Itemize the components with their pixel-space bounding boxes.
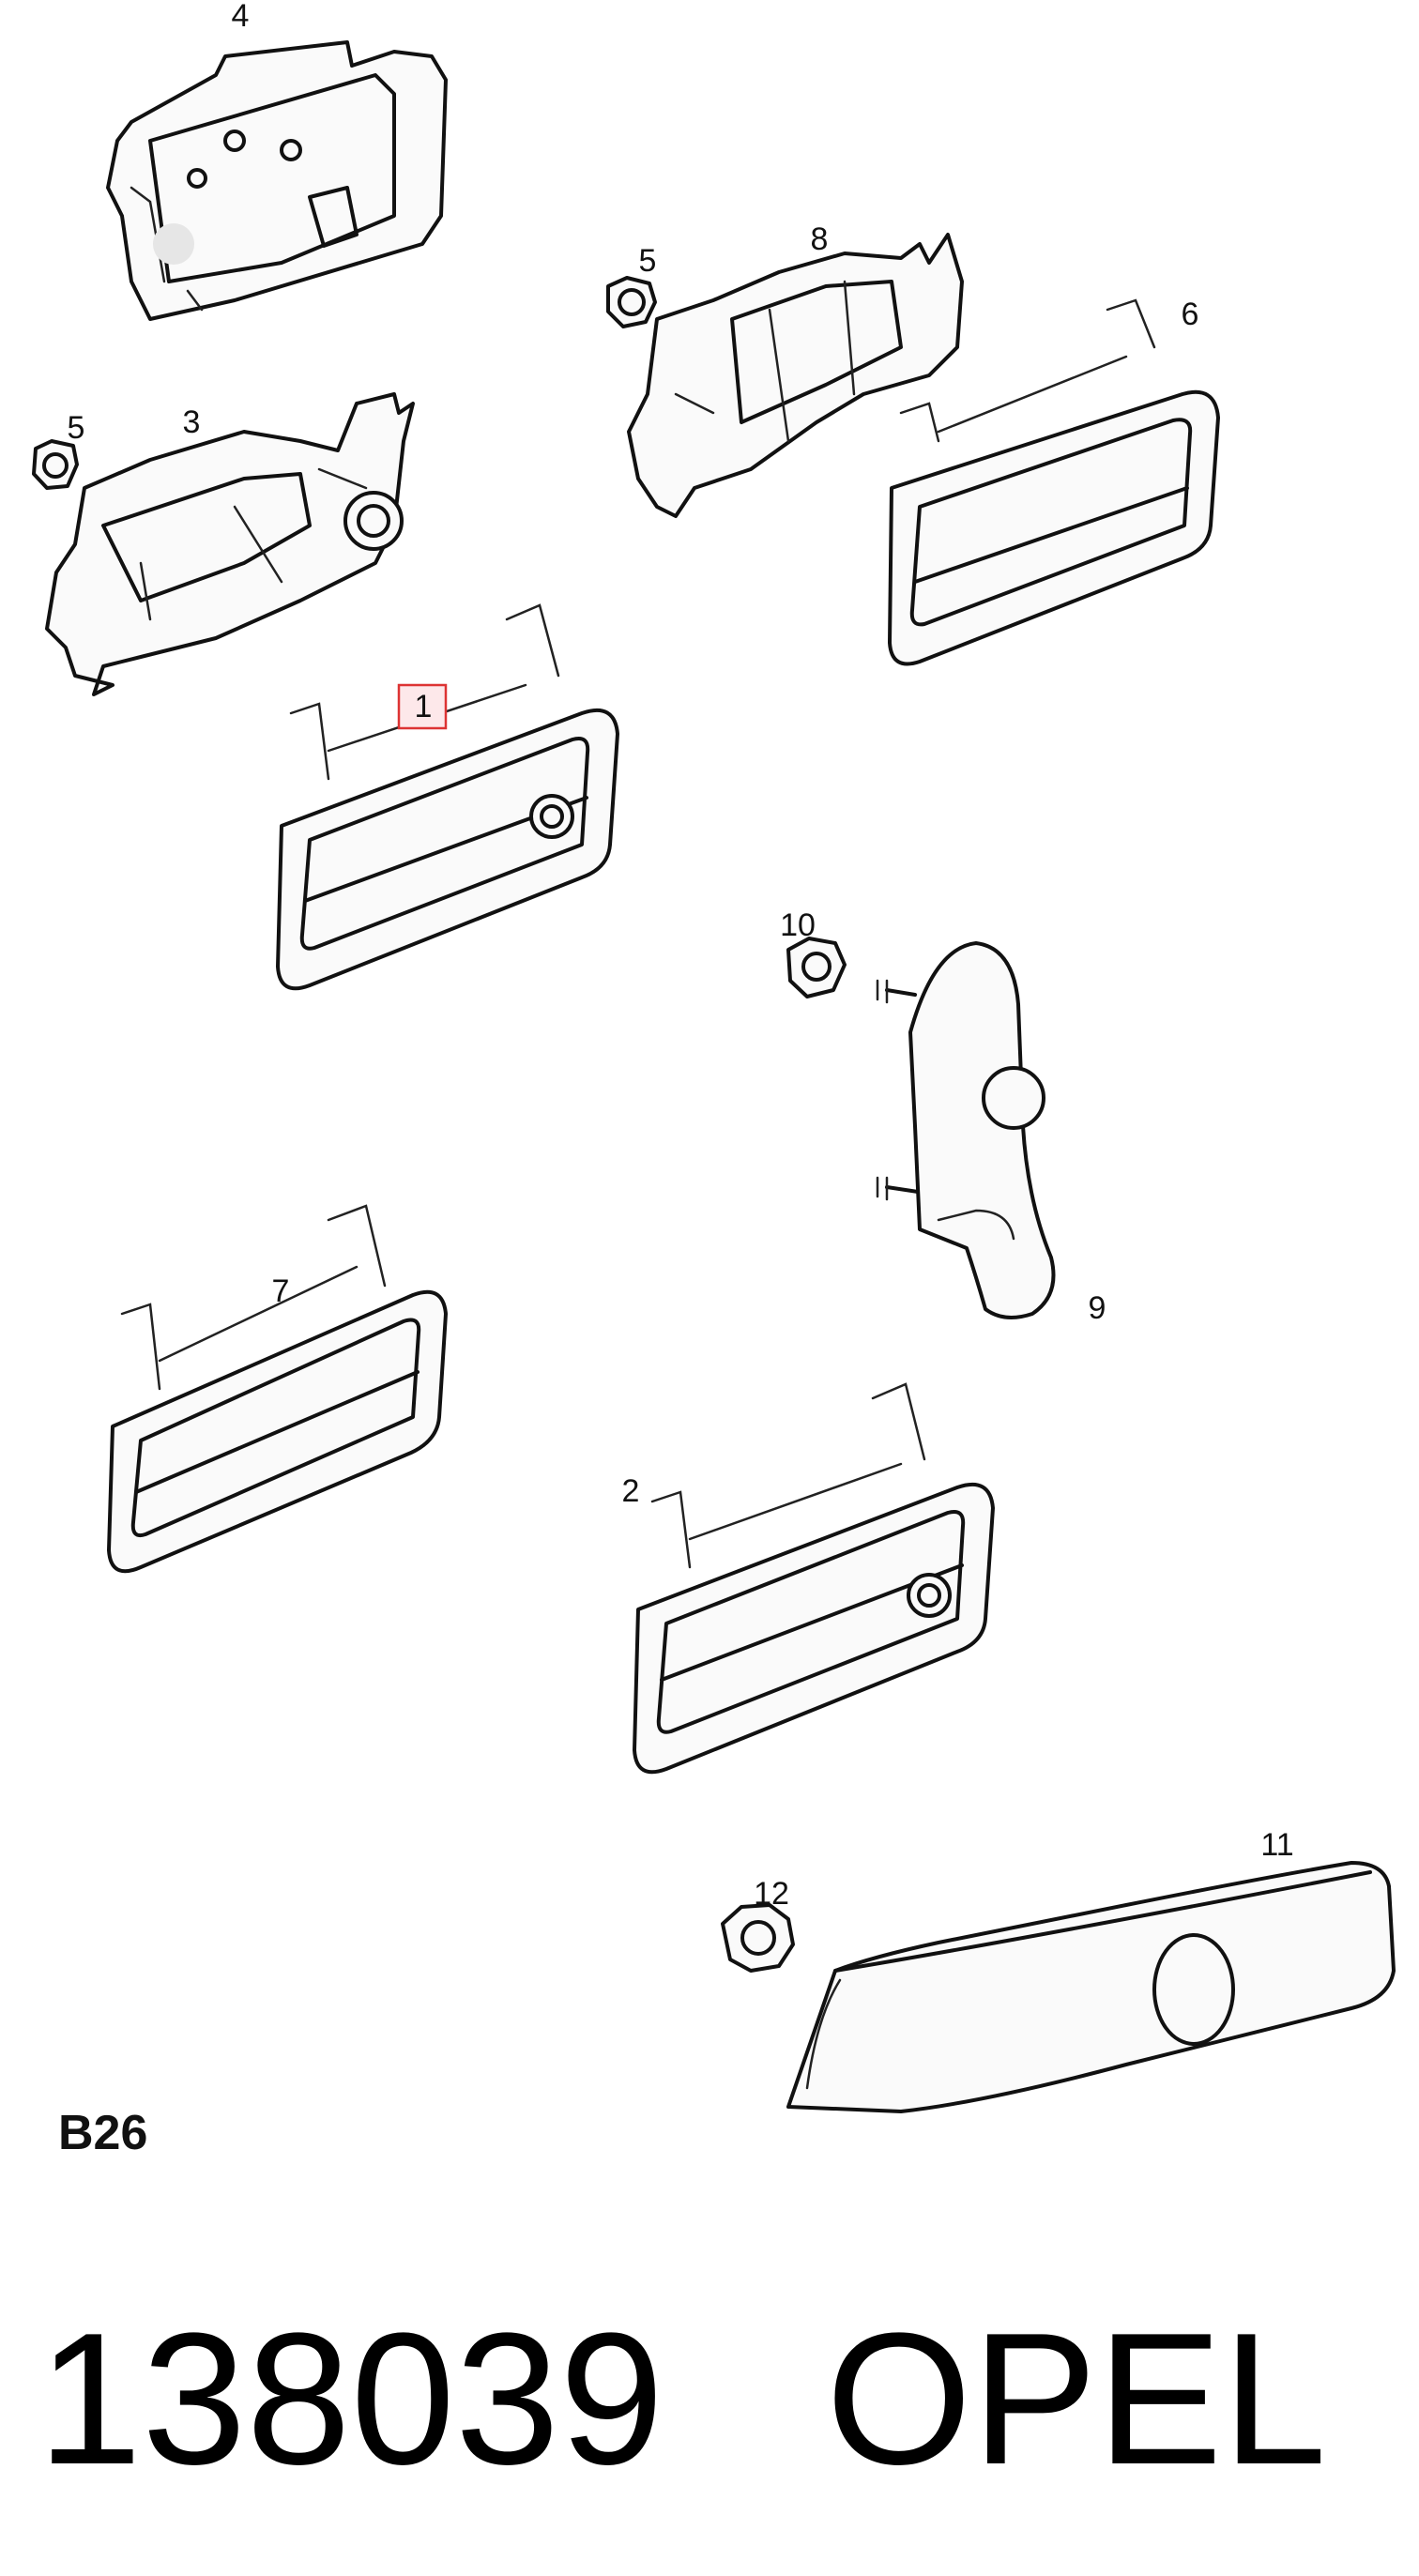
callout-label-1: 1 [415, 689, 433, 724]
part-4-housing-drawing [106, 40, 448, 321]
part-12-grommet-drawing [721, 1903, 795, 1973]
callout-label-8: 8 [811, 221, 829, 257]
part-10-nut-drawing [786, 937, 847, 998]
callout-highlight-box [397, 683, 448, 730]
part-5-nut-right-drawing [606, 276, 657, 328]
callout-label-5-right: 5 [639, 243, 657, 279]
callout-label-10: 10 [780, 907, 816, 943]
callout-label-4: 4 [232, 0, 250, 34]
part-2-handle-drawing [633, 1382, 995, 1775]
callout-label-2: 2 [622, 1473, 640, 1509]
callout-label-7: 7 [272, 1273, 290, 1309]
part-7-handle-drawing [107, 1204, 448, 1574]
part-1-handle-drawing [276, 603, 619, 991]
footer-brand: OPEL [826, 2294, 1327, 2504]
callout-label-12: 12 [754, 1876, 789, 1912]
part-11-trim-panel-drawing [786, 1861, 1396, 2113]
section-code: B26 [58, 2106, 147, 2160]
callout-label-9: 9 [1089, 1290, 1106, 1326]
part-6-handle-drawing [888, 298, 1220, 666]
part-9-trim-drawing [876, 941, 1056, 1319]
callout-label-3: 3 [183, 404, 201, 440]
callout-label-6: 6 [1182, 297, 1199, 332]
part-5-nut-left-drawing [32, 439, 79, 490]
footer-part-number: 138039 [38, 2294, 664, 2504]
part-3-lock-bracket-drawing [45, 392, 415, 696]
callout-label-11: 11 [1260, 1827, 1293, 1863]
callout-label-5-left: 5 [68, 410, 85, 446]
part-8-bracket-drawing [627, 233, 964, 518]
